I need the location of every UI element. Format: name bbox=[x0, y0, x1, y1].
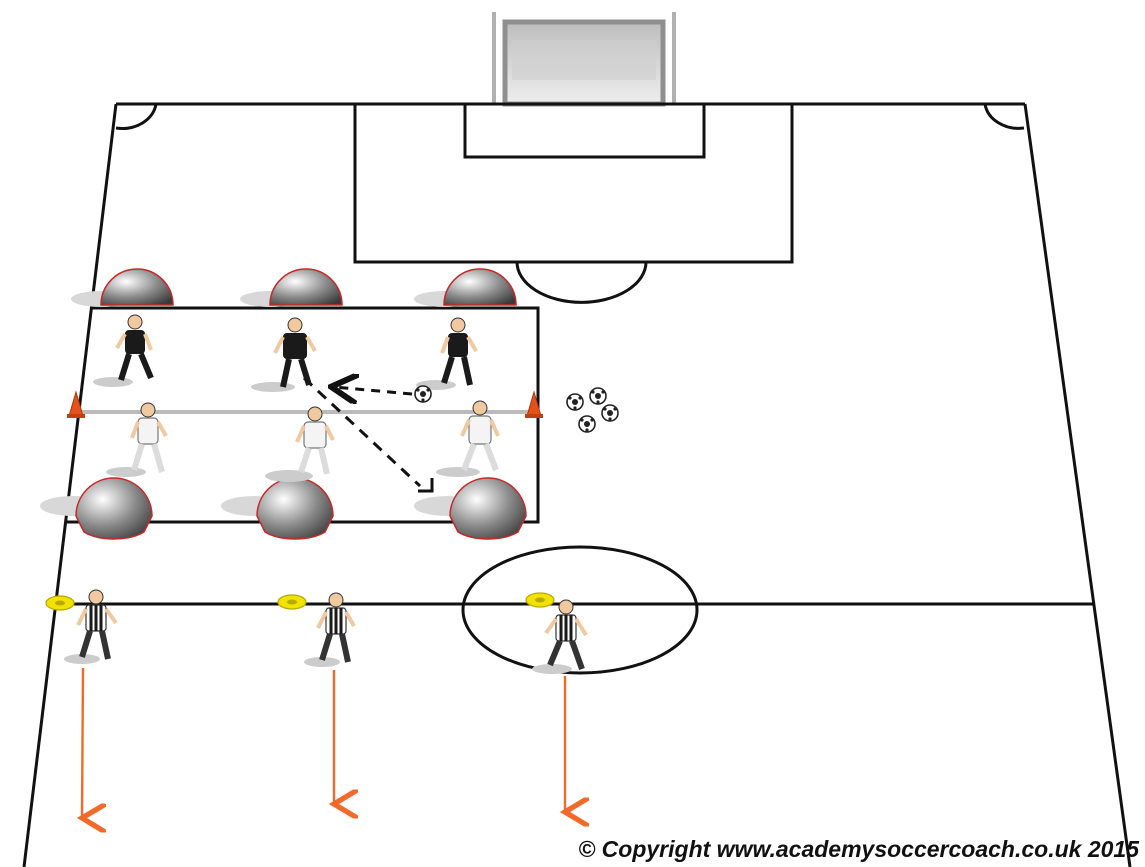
ball-icon bbox=[589, 387, 607, 405]
marker-disc-icon bbox=[45, 595, 75, 611]
ball-supply bbox=[566, 387, 619, 433]
copyright-text: © Copyright www.academysoccercoach.co.uk… bbox=[578, 836, 1139, 862]
cone-icon bbox=[67, 390, 85, 418]
mannequin-icon bbox=[414, 268, 517, 307]
mannequin-icon bbox=[414, 477, 527, 540]
player-black-1 bbox=[93, 314, 154, 387]
cone-icon bbox=[525, 390, 543, 418]
mannequin-icon bbox=[40, 477, 153, 540]
player-striped-1 bbox=[64, 589, 118, 664]
player-white-3 bbox=[436, 400, 500, 477]
mannequin-icon bbox=[240, 268, 343, 307]
pass-arrow bbox=[334, 387, 413, 394]
marker-disc-icon bbox=[277, 594, 307, 610]
ball-icon bbox=[578, 415, 596, 433]
goal bbox=[492, 12, 676, 107]
player-black-3 bbox=[416, 317, 478, 390]
marker-disc-icon bbox=[525, 592, 555, 608]
mannequin-icon bbox=[71, 268, 174, 307]
run-arrow bbox=[302, 376, 434, 493]
player-white-2 bbox=[265, 406, 335, 482]
player-striped-2 bbox=[304, 592, 356, 667]
player-white-1 bbox=[106, 402, 168, 477]
ball-icon bbox=[566, 393, 584, 411]
pitch-lines bbox=[22, 102, 1132, 867]
ball-icon bbox=[601, 404, 619, 422]
ball-icon bbox=[414, 385, 432, 403]
mannequins bbox=[40, 268, 527, 540]
player-striped-3 bbox=[532, 599, 588, 674]
player-black-2 bbox=[251, 317, 317, 392]
sprint-arrow bbox=[82, 667, 83, 818]
sprint-arrows bbox=[82, 667, 565, 818]
mannequin-icon bbox=[221, 477, 334, 540]
